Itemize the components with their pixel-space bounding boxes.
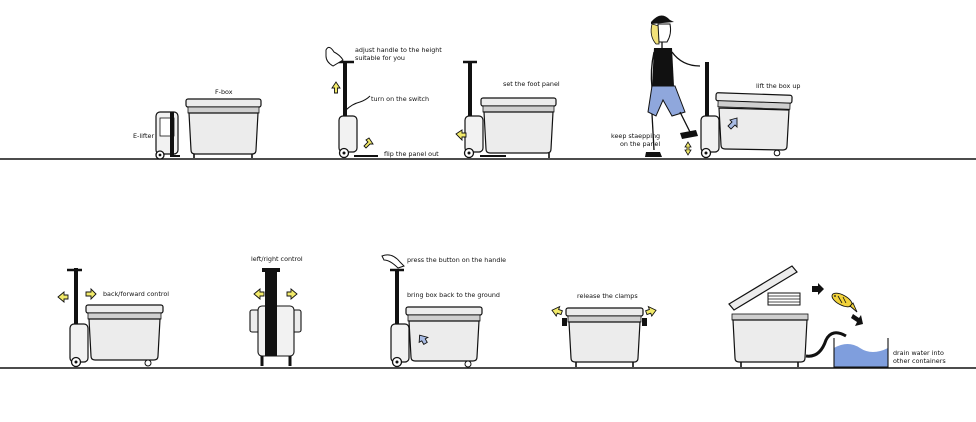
- label-press-button: press the button on the handle: [407, 256, 506, 264]
- label-turn-on-switch: turn on the switch: [371, 95, 429, 103]
- press-hand-icon: [381, 254, 405, 269]
- label-lift-box: lift the box up: [756, 82, 800, 90]
- clamp-left-arrow-icon: [551, 305, 563, 317]
- drain-arrow-2-icon: [851, 314, 863, 326]
- label-bring-box-back: bring box back to the ground: [407, 291, 500, 299]
- label-set-foot-panel: set the foot panel: [503, 80, 560, 88]
- step-1-elifter: [155, 111, 180, 160]
- forward-arrow-icon: [85, 287, 97, 301]
- label-flip-panel: flip the panel out: [384, 150, 439, 158]
- water-container: [833, 338, 889, 368]
- step-2-lifter: [338, 60, 378, 159]
- step-3-lifter-box: [463, 60, 557, 159]
- step-4-person: [645, 15, 701, 157]
- back-arrow-icon: [57, 291, 69, 303]
- down-arrow-icon: [363, 137, 374, 149]
- step-5-lifter-box: [67, 268, 164, 368]
- label-adjust-handle-1: adjust handle to the height: [355, 46, 442, 54]
- step-updown-arrow-icon: [684, 141, 692, 156]
- label-e-lifter: E-lifter: [133, 132, 154, 140]
- label-adjust-handle-2: suitable for you: [355, 54, 405, 62]
- label-drain-2: other containers: [893, 357, 946, 365]
- label-drain-1: drain water into: [893, 349, 944, 357]
- step-8-box: [562, 307, 647, 367]
- drain-hose: [805, 331, 847, 358]
- label-keep-stepping-2: on the panel: [620, 140, 660, 148]
- lift-up-arrow-icon: [727, 117, 738, 130]
- label-back-forward: back/forward control: [103, 290, 169, 298]
- step-6-lifter-front: [249, 268, 302, 366]
- down-arrow-box-icon: [418, 334, 429, 345]
- up-arrow-icon: [331, 81, 341, 94]
- foot-panel-arrow-icon: [455, 129, 467, 142]
- hand-icon: [325, 46, 344, 67]
- label-release-clamps: release the clamps: [577, 292, 638, 300]
- label-keep-stepping-1: keep staepping: [611, 132, 660, 140]
- step-9-open-box: [728, 265, 809, 367]
- drain-arrow-1-icon: [812, 283, 824, 295]
- left-arrow-icon: [253, 288, 265, 300]
- step-7-lifter-box: [390, 268, 483, 368]
- step-1-fbox: [185, 98, 262, 158]
- label-f-box: F-box: [215, 88, 233, 96]
- pointing-hand-icon: [345, 95, 371, 111]
- step-4-lifter-box: [700, 62, 793, 159]
- right-arrow-icon: [286, 288, 298, 300]
- label-left-right: left/right control: [251, 255, 303, 263]
- fish-icon: [831, 292, 858, 313]
- clamp-right-arrow-icon: [645, 305, 657, 317]
